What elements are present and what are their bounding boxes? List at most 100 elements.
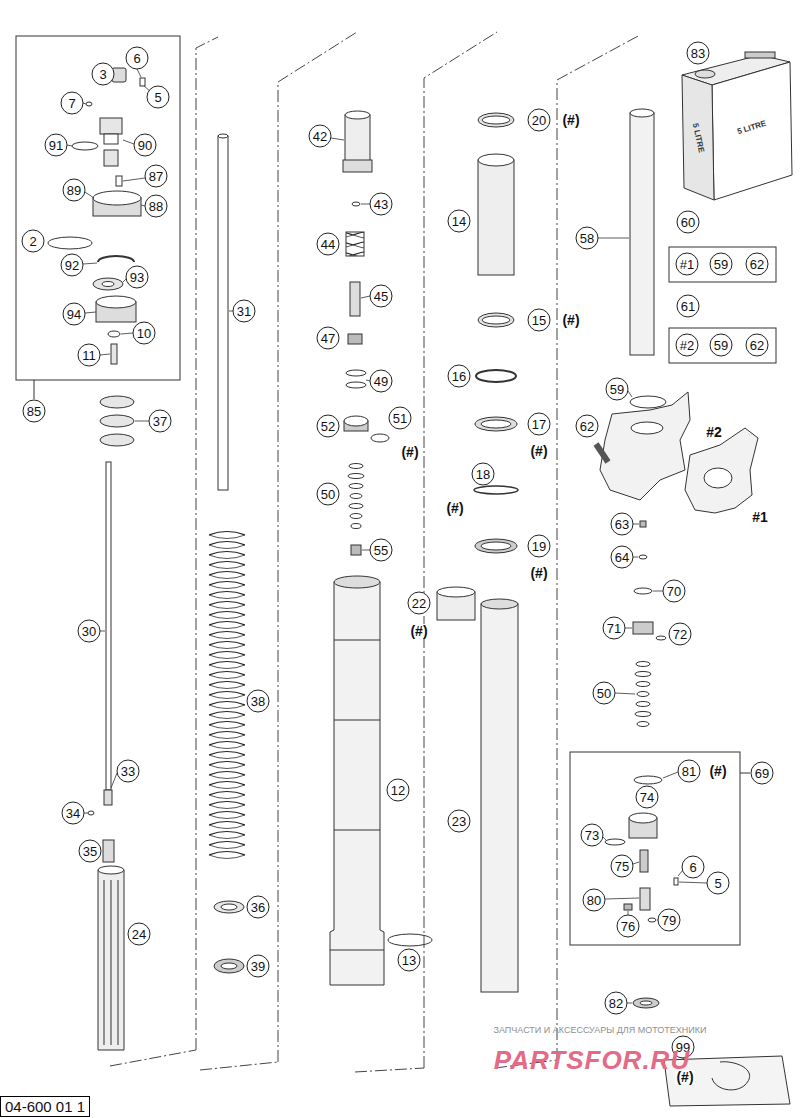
part-drawing [482,116,510,124]
part-drawing [350,514,362,519]
part-drawing [106,462,111,790]
part-drawing [116,176,122,186]
part-drawing [100,434,134,446]
part-drawing [221,963,237,969]
part-drawing [100,396,134,408]
callout-number: 5 [154,91,161,104]
callout-circle [387,779,409,801]
part-drawing [221,904,237,910]
callout-number: 55 [374,544,388,557]
callout-circle [583,889,605,911]
callout-number: 18 [476,468,490,481]
callout-number: 64 [615,551,629,564]
part-drawing [352,202,360,206]
callout-number: 38 [251,695,265,708]
part-drawing [351,524,361,529]
leader-line [615,693,635,694]
callout-circle [78,620,100,642]
callout-circle [528,309,550,331]
leader-line [229,311,233,312]
part-drawing [48,237,92,249]
callout-number: 5 [714,877,721,890]
part-drawing [682,75,714,200]
callout-circle [611,855,633,877]
part-drawing [475,417,517,431]
callout-number: 37 [153,415,167,428]
callout-number: 79 [662,914,676,927]
callout-circle [677,295,699,317]
part-drawing [330,582,384,985]
group-frame [740,773,750,774]
callout-circle [663,580,685,602]
callout-circle [126,47,148,69]
note-mark: (#) [708,764,727,778]
part-drawing [345,115,370,163]
leader-line [362,550,370,551]
callout-number: 93 [130,271,144,284]
part-drawing [345,111,370,119]
callout-number: 62 [750,339,764,352]
part-drawing [98,870,124,1050]
part-drawing [104,880,105,1045]
callout-number: 19 [532,540,546,553]
callout-number: 72 [673,628,687,641]
part-drawing [103,840,114,862]
callout-number: 63 [615,518,629,531]
callout-circle [605,992,627,1014]
part-drawing [350,494,362,499]
part-drawing [437,587,475,597]
callout-number: 85 [27,405,41,418]
watermark-logo: PARTSFOR.RU [494,1047,690,1073]
callout-number: 94 [67,308,81,321]
part-drawing [640,850,648,872]
callout-number: 11 [82,349,96,362]
callout-number: 50 [321,488,335,501]
callout-number: 49 [374,375,388,388]
part-drawing [478,113,514,127]
part-drawing [640,888,650,910]
part-drawing [108,331,120,337]
part-drawing [639,555,647,559]
note-mark: (#) [561,313,580,327]
part-drawing [474,486,518,494]
callout-number: 89 [67,184,81,197]
part-drawing [371,434,389,442]
column-separator [110,32,640,1072]
watermark: ЗАПЧАСТИ И АКСЕССУАРЫ ДЛЯ МОТОТЕХНИКИ [494,1026,707,1035]
part-drawing [636,662,650,667]
callout-circle [611,513,633,535]
part-drawing [712,1062,750,1090]
callout-number: 59 [714,339,728,352]
callout-circle [370,539,392,561]
leader-line [627,1003,632,1004]
callout-number: 39 [251,960,265,973]
callout-number: 90 [138,139,152,152]
callout-circle [370,370,392,392]
part-drawing [624,904,632,910]
callout-circle [309,125,331,147]
callout-circle [133,322,155,344]
callout-circle [751,762,773,784]
part-drawing [349,484,363,489]
callout-number: 14 [452,215,466,228]
note-mark: #1 [751,510,769,524]
container-label: 5 LITRE [737,120,768,136]
callout-number: 82 [609,997,623,1010]
callout-circle [472,463,494,485]
note-mark: (#) [400,445,419,459]
callout-number: 62 [580,420,594,433]
callout-circle [611,546,633,568]
callout-circle [134,134,156,156]
leader-line [123,279,126,282]
part-drawing [104,150,118,166]
part-drawing [633,998,659,1008]
callout-circle [658,909,680,931]
part-drawing [478,160,514,275]
column-separator [355,1068,424,1072]
leader-line [625,628,632,629]
callout-number: 59 [714,258,728,271]
callout-number: 59 [610,383,624,396]
leader-line [598,238,629,239]
callout-number: 58 [580,232,594,245]
